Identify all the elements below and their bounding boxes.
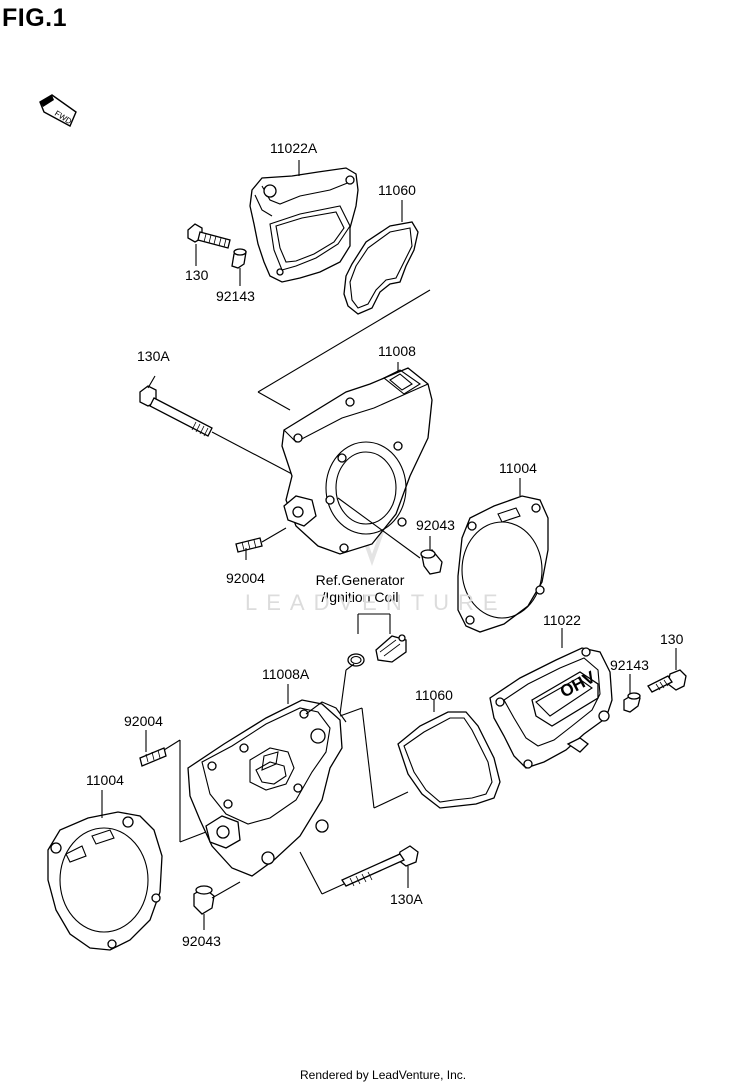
part-label-11022[interactable]: 11022 [543, 612, 581, 628]
head-gasket-left [47, 811, 163, 951]
stud-92004-top [235, 537, 263, 553]
dowel-pin-92043-top [420, 549, 443, 575]
leader-lines-bottom [101, 628, 677, 930]
reference-line-2: /Ignition Coil [321, 589, 399, 605]
leader-lines-top [195, 160, 431, 411]
part-label-130-top[interactable]: 130 [185, 267, 209, 283]
part-label-92004-bottom[interactable]: 92004 [124, 713, 163, 729]
ignition-coil-sensor [347, 613, 407, 667]
stud-92004-bottom [139, 747, 167, 767]
part-label-130A-top[interactable]: 130A [137, 348, 170, 364]
cylinder-head-cover-11022 [489, 647, 613, 769]
part-label-92004-top[interactable]: 92004 [226, 570, 265, 586]
part-label-11060-top[interactable]: 11060 [378, 182, 416, 198]
part-label-92043-top[interactable]: 92043 [416, 517, 455, 533]
part-label-130A-bottom[interactable]: 130A [390, 891, 423, 907]
collar-92143-top [231, 248, 247, 269]
watermark-text: LEADVENTURE [245, 590, 507, 615]
stud-bolt-130A-bottom [341, 845, 419, 887]
cylinder-head-cover-top [249, 167, 359, 283]
cylinder-head-11008 [281, 367, 433, 555]
part-label-11004-right[interactable]: 11004 [499, 460, 537, 476]
head-cover-gasket-bottom [397, 711, 501, 809]
collar-92143-right [623, 692, 641, 713]
part-label-92143-top[interactable]: 92143 [216, 288, 255, 304]
part-label-92143-right[interactable]: 92143 [610, 657, 649, 673]
part-label-11008[interactable]: 11008 [378, 343, 416, 359]
figure-title: FIG.1 [2, 4, 68, 32]
head-gasket-right [457, 495, 549, 633]
footer-credit: Rendered by LeadVenture, Inc. [300, 1068, 467, 1082]
cylinder-head-11008A [187, 699, 347, 877]
part-label-11022A[interactable]: 11022A [270, 140, 318, 156]
part-label-11008A[interactable]: 11008A [262, 666, 310, 682]
dowel-pin-92043-bottom [193, 885, 215, 915]
part-label-130-right[interactable]: 130 [660, 631, 684, 647]
reference-note[interactable]: Ref.Generator /Ignition Coil [305, 572, 415, 606]
stud-bolt-130A-top [139, 385, 293, 475]
part-label-92043-bottom[interactable]: 92043 [182, 933, 221, 949]
part-label-11060-bottom[interactable]: 11060 [415, 687, 453, 703]
reference-line-1: Ref.Generator [315, 572, 405, 588]
fwd-arrow-icon [39, 94, 77, 127]
bolt-130-top [187, 223, 231, 249]
part-label-11004-left[interactable]: 11004 [86, 772, 124, 788]
bolt-130-right [647, 669, 687, 693]
leader-lines-middle [147, 362, 521, 560]
head-cover-gasket-top [343, 221, 419, 315]
